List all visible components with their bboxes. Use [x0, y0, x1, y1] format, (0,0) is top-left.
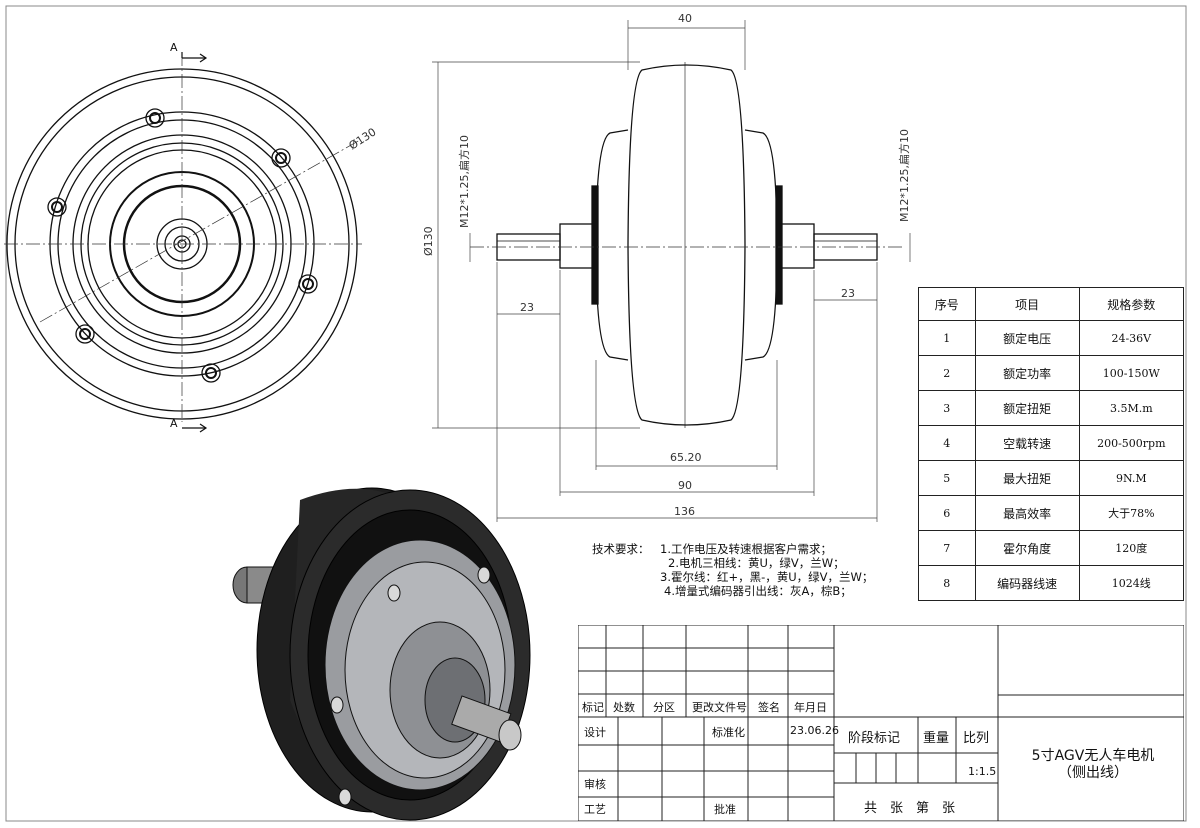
dim-65: 65.20 — [670, 451, 702, 464]
dim-diameter-side: Ø130 — [422, 226, 435, 256]
dim-width-top: 40 — [678, 12, 692, 25]
spec-item: 霍尔角度 — [974, 530, 1080, 566]
tb-weight: 重量 — [923, 731, 950, 746]
table-row: 3 额定扭矩 3.5M.m — [918, 390, 1185, 426]
tb-label-mark: 标记 — [582, 701, 604, 714]
spec-header-item: 项目 — [974, 287, 1080, 321]
tb-scale-value: 1:1.5 — [968, 765, 997, 778]
front-diameter-label: Ø130 — [347, 125, 379, 152]
tb-review: 审核 — [584, 778, 606, 791]
section-mark-bottom: A — [170, 417, 178, 430]
spec-value: 3.5M.m — [1078, 390, 1185, 426]
side-view — [496, 62, 878, 428]
front-centerlines — [4, 52, 362, 422]
spec-item: 编码器线速 — [974, 565, 1080, 601]
dim-90: 90 — [678, 479, 692, 492]
spec-index: 4 — [918, 425, 976, 461]
dim-shaft-left: 23 — [520, 301, 534, 314]
spec-header-row: 序号 项目 规格参数 — [918, 287, 1185, 321]
sheet-border — [5, 5, 1187, 822]
spec-index: 3 — [918, 390, 976, 426]
dim-shaft-right: 23 — [841, 287, 855, 300]
table-row: 8 编码器线速 1024线 — [918, 565, 1185, 601]
tb-label-change-doc: 更改文件号 — [692, 701, 747, 714]
tb-part-name-sub: （侧出线） — [1058, 765, 1128, 781]
spec-value: 1024线 — [1078, 565, 1185, 601]
table-row: 5 最大扭矩 9N.M — [918, 460, 1185, 496]
tb-design: 设计 — [584, 726, 606, 739]
table-row: 1 额定电压 24-36V — [918, 320, 1185, 356]
tb-label-zone: 分区 — [653, 701, 675, 714]
spec-value: 120度 — [1078, 530, 1185, 566]
thread-right-label: M12*1.25,扁方10 — [897, 129, 911, 222]
tech-note-item: 1.工作电压及转速根据客户需求； — [660, 542, 832, 556]
tb-part-name: 5寸AGV无人车电机 — [1031, 748, 1155, 764]
tech-note-item: 2.电机三相线：黄U，绿V，兰W； — [668, 556, 845, 570]
spec-value: 200-500rpm — [1078, 425, 1185, 461]
section-mark-top: A — [170, 41, 178, 54]
spec-item: 额定扭矩 — [974, 390, 1080, 426]
spec-value: 24-36V — [1078, 320, 1185, 356]
title-block-grid — [578, 625, 1184, 821]
spec-header-index: 序号 — [918, 287, 976, 321]
tb-scale-label: 比列 — [963, 731, 990, 746]
table-row: 4 空载转速 200-500rpm — [918, 425, 1185, 461]
spec-item: 额定电压 — [974, 320, 1080, 356]
tb-standard: 标准化 — [712, 726, 745, 739]
thread-left-label: M12*1.25,扁方10 — [457, 135, 471, 228]
tech-notes-title: 技术要求： — [592, 542, 650, 556]
section-marks — [181, 52, 208, 433]
table-row: 2 额定功率 100-150W — [918, 355, 1185, 391]
spec-value: 9N.M — [1078, 460, 1185, 496]
spec-item: 最高效率 — [974, 495, 1080, 531]
front-bolts — [47, 108, 318, 383]
tb-sheets: 共 张 第 张 — [864, 801, 956, 816]
spec-item: 最大扭矩 — [974, 460, 1080, 496]
side-dimensions — [432, 20, 911, 522]
tb-label-date: 年月日 — [794, 701, 827, 714]
spec-value: 100-150W — [1078, 355, 1185, 391]
table-row: 7 霍尔角度 120度 — [918, 530, 1185, 566]
spec-index: 1 — [918, 320, 976, 356]
tech-note-item: 3.霍尔线：红+，黑-，黄U，绿V，兰W； — [660, 570, 874, 584]
tb-approve: 批准 — [714, 803, 736, 816]
spec-item: 额定功率 — [974, 355, 1080, 391]
spec-item: 空载转速 — [974, 425, 1080, 461]
isometric-view — [232, 487, 531, 821]
spec-index: 7 — [918, 530, 976, 566]
dim-136: 136 — [674, 505, 695, 518]
tb-label-signature: 签名 — [758, 701, 780, 714]
title-block: 标记 处数 分区 更改文件号 签名 年月日 设计 标准化 23.06.26 阶段… — [578, 625, 1184, 821]
spec-index: 8 — [918, 565, 976, 601]
tb-label-count: 处数 — [613, 701, 635, 714]
spec-table: 序号 项目 规格参数 1 额定电压 24-36V 2 额定功率 100-150W… — [918, 287, 1185, 601]
spec-index: 2 — [918, 355, 976, 391]
spec-index: 6 — [918, 495, 976, 531]
tech-note-item: 4.增量式编码器引出线：灰A，棕B； — [664, 584, 852, 598]
tb-date-value: 23.06.26 — [790, 724, 839, 737]
tb-stage-mark: 阶段标记 — [848, 731, 901, 746]
spec-header-value: 规格参数 — [1078, 287, 1185, 321]
spec-index: 5 — [918, 460, 976, 496]
tb-process: 工艺 — [584, 803, 606, 816]
spec-value: 大于78% — [1078, 495, 1185, 531]
table-row: 6 最高效率 大于78% — [918, 495, 1185, 531]
